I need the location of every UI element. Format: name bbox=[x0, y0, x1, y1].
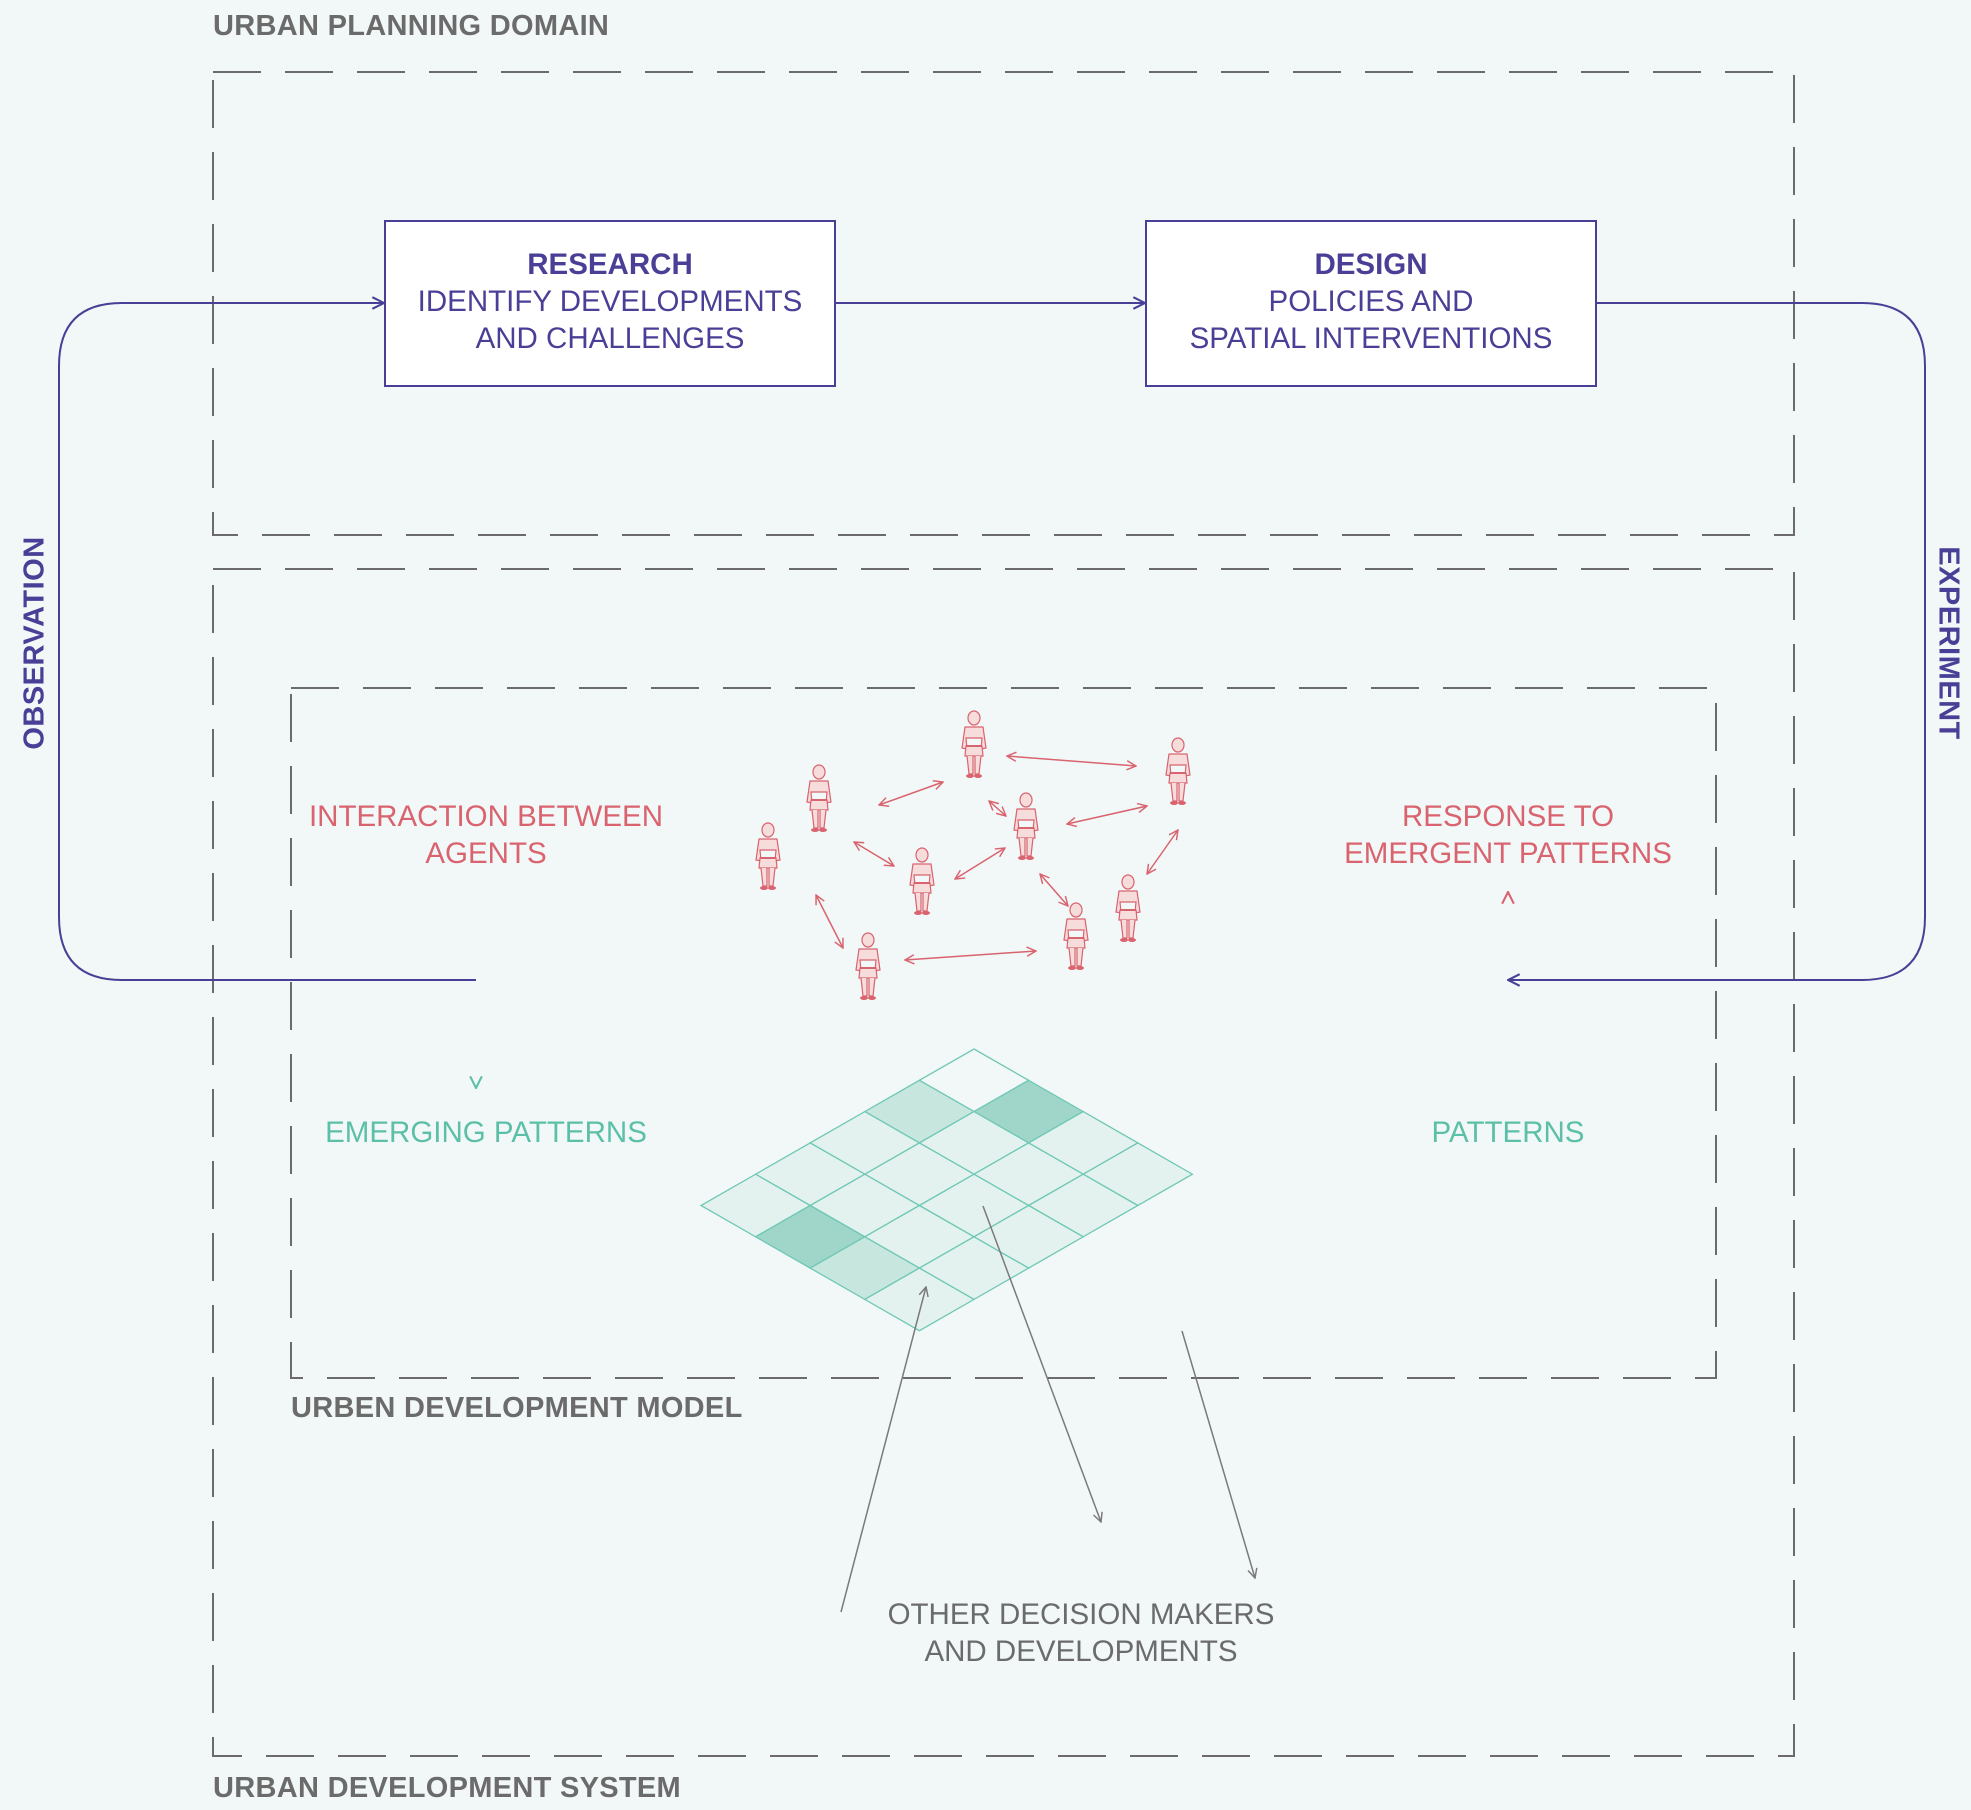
interaction-between-agents-label: INTERACTION BETWEEN AGENTS bbox=[276, 798, 696, 872]
response-to-emergent-patterns-label: RESPONSE TO EMERGENT PATTERNS bbox=[1298, 798, 1718, 872]
interaction-arrow bbox=[1067, 806, 1147, 824]
decision-arrow bbox=[982, 1205, 1101, 1522]
interaction-arrow bbox=[955, 848, 1005, 879]
urban-development-system-frame bbox=[212, 568, 1795, 1757]
response-line-2: EMERGENT PATTERNS bbox=[1344, 837, 1672, 870]
research-line-2: AND CHALLENGES bbox=[475, 322, 745, 355]
interaction-arrow bbox=[816, 895, 843, 948]
urban-planning-domain-label: URBAN PLANNING DOMAIN bbox=[213, 10, 610, 42]
response-line-1: RESPONSE TO bbox=[1401, 800, 1615, 833]
interaction-line-2: AGENTS bbox=[425, 837, 547, 870]
others-line-2: AND DEVELOPMENTS bbox=[924, 1635, 1238, 1668]
others-line-1: OTHER DECISION MAKERS bbox=[887, 1598, 1275, 1631]
other-decision-makers-label: OTHER DECISION MAKERS AND DEVELOPMENTS bbox=[881, 1596, 1281, 1670]
experiment-label: EXPERIMENT bbox=[1932, 546, 1965, 740]
interaction-arrow bbox=[905, 951, 1036, 960]
patterns-text: PATTERNS bbox=[1431, 1116, 1585, 1149]
interaction-arrow bbox=[1147, 830, 1178, 874]
decision-arrow bbox=[1181, 1330, 1255, 1578]
interaction-arrow bbox=[879, 782, 943, 805]
other-decision-maker-arrows bbox=[840, 1205, 1255, 1613]
design-box-text: DESIGN POLICIES AND SPATIAL INTERVENTION… bbox=[1146, 246, 1596, 357]
interaction-arrow bbox=[1007, 756, 1136, 766]
interaction-line-1: INTERACTION BETWEEN bbox=[308, 800, 663, 833]
design-line-1: POLICIES AND bbox=[1268, 285, 1474, 318]
urban-development-system-label: URBAN DEVELOPMENT SYSTEM bbox=[213, 1772, 682, 1804]
grid-cell bbox=[863, 1267, 976, 1332]
observation-label: OBSERVATION bbox=[18, 536, 51, 750]
agent-figure bbox=[806, 764, 832, 832]
urban-development-model-label: URBEN DEVELOPMENT MODEL bbox=[291, 1392, 743, 1424]
research-title: RESEARCH bbox=[527, 248, 693, 281]
design-title: DESIGN bbox=[1314, 248, 1428, 281]
urban-development-model-frame bbox=[290, 687, 1717, 1379]
agent-figure bbox=[1165, 737, 1191, 805]
patterns-label: PATTERNS bbox=[1358, 1114, 1658, 1151]
interaction-arrow bbox=[989, 801, 1006, 816]
agent-figure bbox=[1063, 902, 1089, 970]
agent-figure bbox=[909, 847, 935, 915]
agent-figure bbox=[1013, 792, 1039, 860]
decision-arrow bbox=[840, 1287, 926, 1613]
agent-figure bbox=[961, 710, 987, 778]
agent-figure bbox=[1115, 874, 1141, 942]
research-line-1: IDENTIFY DEVELOPMENTS bbox=[417, 285, 803, 318]
interaction-arrow bbox=[1040, 874, 1068, 906]
emerging-patterns-text: EMERGING PATTERNS bbox=[325, 1116, 647, 1149]
research-box bbox=[384, 220, 836, 387]
agent-interaction-arrows bbox=[816, 756, 1178, 960]
observation-loop-line bbox=[58, 303, 476, 981]
agent-figure bbox=[855, 932, 881, 1000]
agent-figure bbox=[755, 822, 781, 890]
emerging-patterns-label: EMERGING PATTERNS bbox=[276, 1114, 696, 1151]
interaction-arrow bbox=[854, 842, 894, 866]
agents-group bbox=[755, 710, 1191, 1000]
experiment-loop-line bbox=[1508, 302, 1926, 980]
pattern-grid bbox=[699, 1048, 1194, 1332]
research-box-text: RESEARCH IDENTIFY DEVELOPMENTS AND CHALL… bbox=[385, 246, 835, 357]
design-line-2: SPATIAL INTERVENTIONS bbox=[1189, 322, 1553, 355]
